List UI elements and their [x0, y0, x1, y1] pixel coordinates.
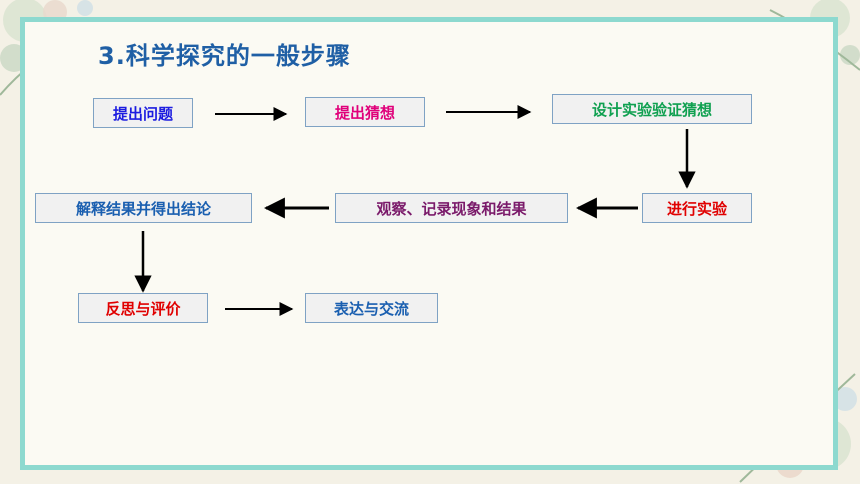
step-reflect-evaluate: 反思与评价 [78, 293, 208, 323]
step-ask-question: 提出问题 [93, 98, 193, 128]
step-propose-hypothesis: 提出猜想 [305, 97, 425, 127]
content-frame [20, 17, 838, 470]
step-express-communicate: 表达与交流 [305, 293, 438, 323]
step-conduct-experiment: 进行实验 [642, 193, 752, 223]
step-design-experiment: 设计实验验证猜想 [552, 94, 752, 124]
slide-title: 3.科学探究的一般步骤 [98, 42, 351, 70]
step-explain-conclude: 解释结果并得出结论 [35, 193, 252, 223]
step-observe-record: 观察、记录现象和结果 [335, 193, 568, 223]
